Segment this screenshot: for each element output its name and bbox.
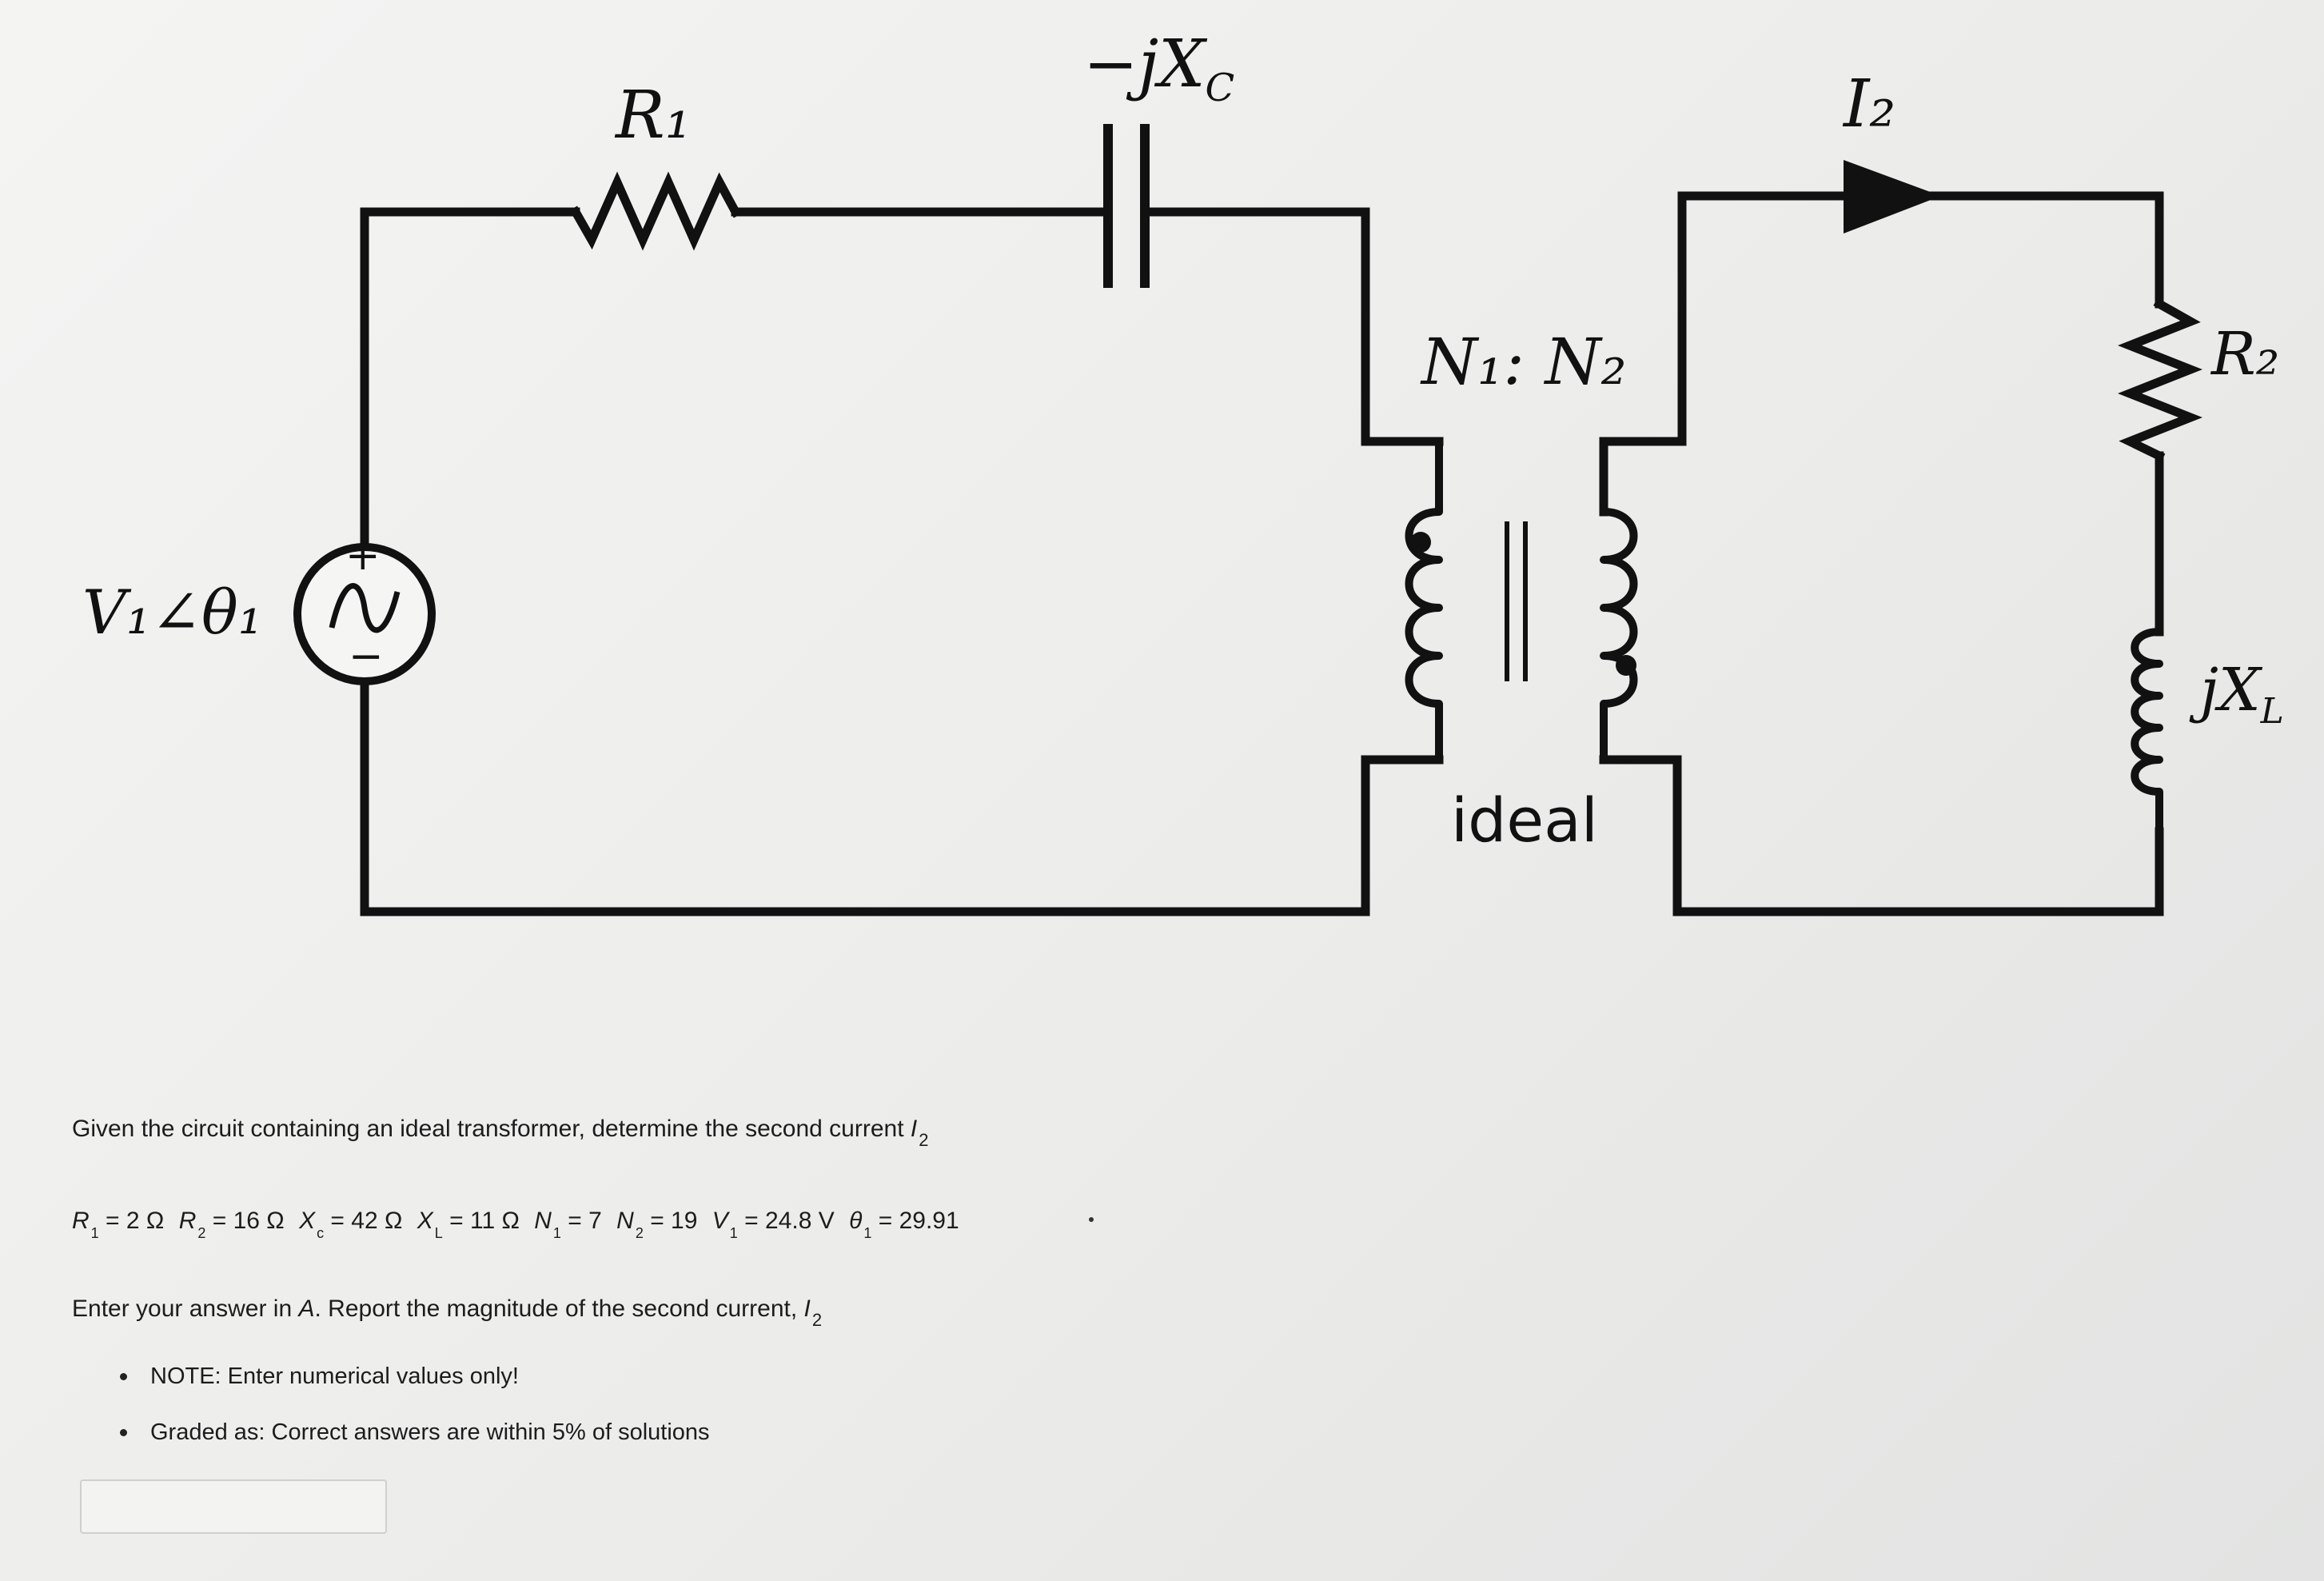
ac-wave-icon xyxy=(329,583,401,633)
primary-wire-bottom xyxy=(360,755,1444,916)
xc-label-sub: C xyxy=(1206,66,1235,110)
secondary-wire-bottom xyxy=(1599,755,2164,916)
status-dot xyxy=(1089,1217,1094,1222)
ideal-label: ideal xyxy=(1451,785,1598,856)
turns-ratio-label: N₁: N₂ xyxy=(1420,325,1627,399)
circuit-diagram: R₁ −jXC I₂ R₂ jXL V₁∠θ₁ + − N₁: N₂ ideal xyxy=(82,26,2284,916)
secondary-wire-top xyxy=(1599,191,1891,517)
answer-input[interactable] xyxy=(80,1479,387,1534)
source-minus: − xyxy=(349,633,384,681)
primary-coil xyxy=(1405,437,1443,764)
enter-unit: A xyxy=(298,1296,315,1322)
secondary-coil xyxy=(1600,508,1638,764)
enter-var: I xyxy=(803,1296,811,1322)
grading-item: Graded as: Correct answers are within 5%… xyxy=(120,1419,710,1446)
xl-label-main: jX xyxy=(2189,656,2263,725)
prompt-var-sub: 2 xyxy=(919,1130,929,1150)
xc-label-main: −jX xyxy=(1083,26,1208,102)
prompt-text: Given the circuit containing an ideal tr… xyxy=(72,1116,904,1142)
r2-label: R₂ xyxy=(2210,320,2279,389)
xl-inductor xyxy=(2131,628,2163,836)
enter-prefix: Enter your answer in xyxy=(72,1296,293,1322)
notes-list: NOTE: Enter numerical values only! Grade… xyxy=(120,1363,710,1475)
enter-suffix: . Report the magnitude of the second cur… xyxy=(314,1296,798,1322)
xc-label: −jXC xyxy=(1083,26,1234,110)
enter-var-sub: 2 xyxy=(811,1310,823,1330)
secondary-wire-top-right xyxy=(1882,191,2164,309)
source-label: V₁∠θ₁ xyxy=(82,577,262,648)
prompt-var: I xyxy=(910,1116,918,1142)
r1-label: R₁ xyxy=(614,78,692,154)
question-prompt: Given the circuit containing an ideal tr… xyxy=(72,1116,929,1150)
primary-wire-top-right xyxy=(1140,207,1444,446)
polarity-dot-primary xyxy=(1410,532,1431,553)
r1-resistor xyxy=(569,171,742,251)
xl-label-sub: L xyxy=(2260,691,2284,732)
i2-label: I₂ xyxy=(1842,66,1895,142)
current-arrow-icon xyxy=(1844,160,1941,234)
xl-label: jXL xyxy=(2189,656,2284,732)
source-plus: + xyxy=(345,532,381,580)
note-item: NOTE: Enter numerical values only! xyxy=(120,1363,710,1390)
r2-resistor xyxy=(2118,297,2202,462)
polarity-dot-secondary xyxy=(1616,655,1636,676)
answer-instructions: Enter your answer in A. Report the magni… xyxy=(72,1296,822,1330)
